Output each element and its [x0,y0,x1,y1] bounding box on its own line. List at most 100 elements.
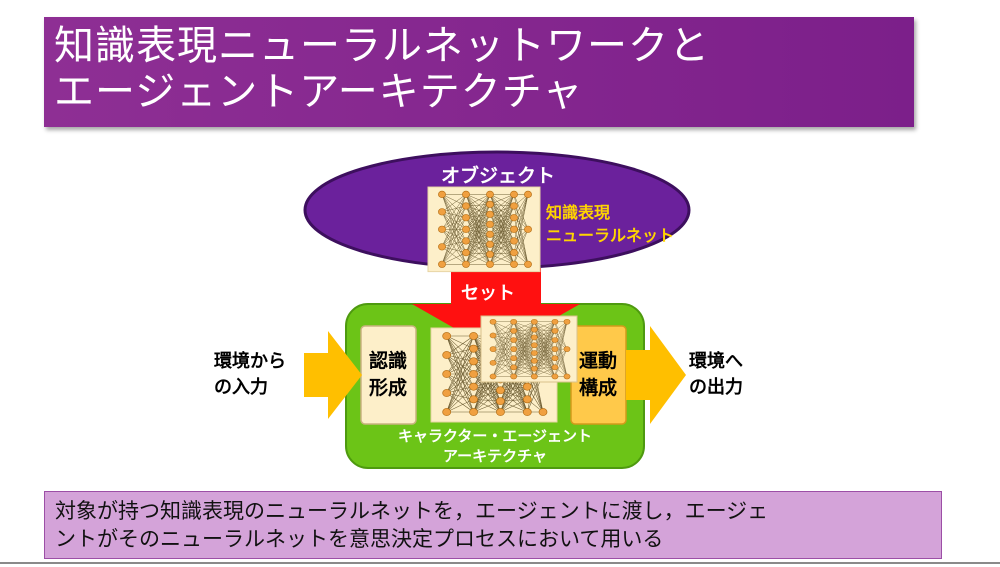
neural-net-edge [513,339,535,354]
neural-net-edge [441,246,467,265]
neural-net-edge [513,348,535,354]
neural-net-edge [489,205,515,215]
neural-net-node [438,243,446,251]
neural-net-edge [465,194,491,255]
neural-net-graphic [438,190,532,268]
neural-net-edge [489,254,515,265]
neural-net-edge [489,194,515,265]
neural-net-edge [465,194,491,265]
neural-net-node [469,382,478,391]
neural-net-edge [441,229,467,265]
neural-net-edge [489,229,515,255]
neural-net-edge [513,329,535,377]
neural-net-edge [513,194,529,242]
neural-net-edge [465,254,491,265]
neural-net-edge [489,194,515,245]
caption-line-1: 対象が持つ知識表現のニューラルネットを，エージェントに渡し，エージェ [55,499,769,523]
neural-net-edge [446,399,474,413]
neural-net-node [510,346,518,352]
neural-net-edge [534,349,556,377]
neural-net-edge [465,224,491,230]
neural-net-edge [473,386,501,391]
neural-net-edge [513,321,535,369]
neural-net-edge [492,321,514,363]
neural-net-edge [446,335,474,362]
neural-net-node [486,210,494,218]
neural-net-edge [446,361,474,413]
neural-net-edge [441,240,467,248]
neural-net-edge [492,358,514,363]
neural-net-edge [534,349,556,369]
neural-net-edge [513,339,535,361]
neural-net-edge [441,252,467,265]
neural-net-edge [489,217,515,225]
neural-net-edge [492,335,514,341]
neural-net-edge [534,339,556,361]
neural-net-edge [441,194,467,265]
neural-net-edge [492,330,514,336]
neural-net-edge [446,335,474,356]
neural-net-edge [554,321,568,359]
neural-net-edge [513,330,535,346]
neural-net-edge [465,205,491,215]
neural-net-edge [465,214,491,265]
neural-net-node [442,370,452,378]
neural-net-edge [534,358,556,377]
neural-net-edge [534,348,556,354]
neural-net-node [530,334,538,341]
neural-net-node [530,373,538,380]
neural-net-node [462,225,470,233]
neural-net-edge [513,345,535,350]
object-label: オブジェクト [441,164,555,187]
neural-net-edge [513,345,535,368]
neural-net-edge [489,244,515,253]
neural-net-edge [534,360,556,377]
neural-net-edge [465,240,491,245]
neural-net-edge [534,345,556,377]
neural-net-node [522,408,532,416]
neural-net-edge [513,240,529,265]
neural-net-node [462,214,470,222]
neural-net-edge [465,224,491,265]
neural-net-node [486,200,494,208]
neural-net-edge [489,224,515,242]
neural-net-node [563,318,571,325]
neural-net-edge [465,204,491,253]
neural-net-node [510,237,518,245]
neural-net-edge [465,204,491,230]
neural-net-edge [513,194,529,218]
neural-net-edge [489,244,515,265]
neural-net-edge [446,386,474,394]
caption-box: 対象が持つ知識表現のニューラルネットを，エージェントに渡し，エージェ ントがその… [44,491,942,559]
neural-net-edge [534,321,556,330]
neural-net-edge [465,194,491,230]
neural-net-edge [534,352,556,368]
neural-net-node [510,202,518,210]
neural-net-edge [492,321,514,332]
neural-net-node [551,346,559,352]
neural-net-edge [473,400,501,413]
neural-net-edge [465,244,491,253]
neural-net-edge [534,321,556,346]
input-arrow [304,331,362,419]
neural-net-node [530,326,538,333]
neural-net-edge [465,205,491,245]
neural-net-edge [513,229,529,265]
neural-net-edge [513,194,529,230]
motion-label-line-2: 構成 [579,376,617,399]
neural-net-node [510,337,518,343]
neural-net-edge [534,337,555,341]
neural-net-edge [465,229,491,245]
neural-net-node [510,364,518,371]
neural-net-node [530,318,538,325]
neural-net-edge [513,321,535,350]
neural-net-edge [513,321,535,341]
neural-net-edge [554,358,568,377]
neural-net-edge [465,194,491,235]
neural-net-edge [534,321,556,377]
neural-net-node [510,214,518,222]
neural-net-edge [534,339,556,354]
neural-net-edge [465,234,491,242]
neural-net-node [522,395,532,404]
neural-net-edge [513,329,535,359]
